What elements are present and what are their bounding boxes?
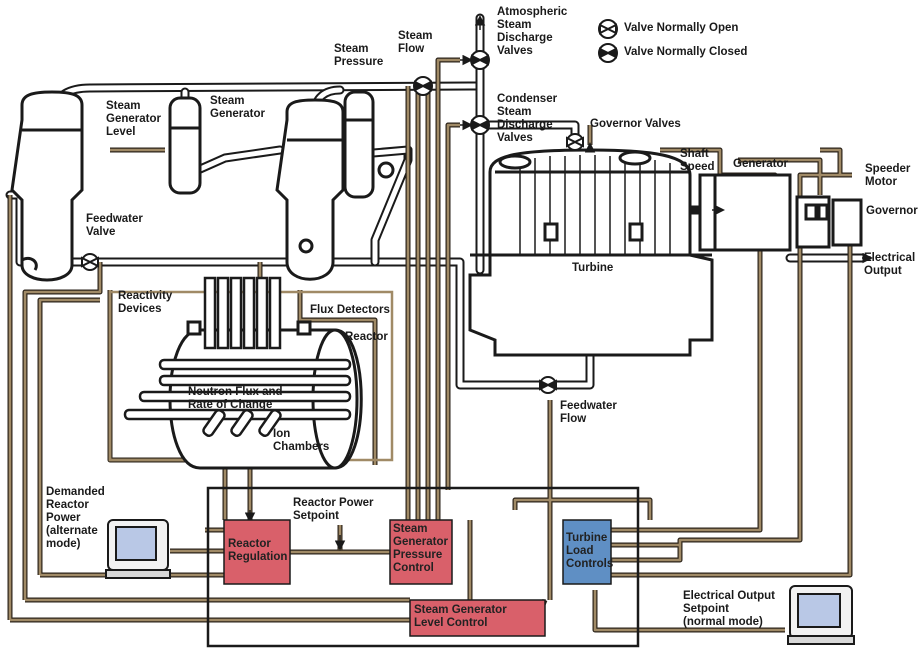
feedwater-flow-label: Feedwater Flow	[560, 400, 617, 425]
sg-pressure-control-label: Steam Generator Pressure Control	[393, 523, 448, 574]
reactivity-devices-label: Reactivity Devices	[118, 290, 173, 315]
legend-closed-valve-icon	[598, 43, 618, 63]
legend-open-valve-icon	[598, 19, 618, 39]
electrical-output-label: Electrical Output	[864, 252, 916, 277]
control-center-frame	[206, 486, 640, 648]
valves	[81, 19, 618, 394]
demanded-power-label: Demanded Reactor Power (alternate mode)	[46, 486, 105, 550]
reactor-regulation-label: Reactor Regulation	[228, 538, 288, 563]
demanded-power-monitor-icon	[105, 519, 171, 579]
steam-generator-label: Steam Generator	[210, 95, 265, 120]
steam-generators	[10, 90, 395, 282]
turbine-label: Turbine	[572, 262, 614, 274]
reactor-power-setpoint-label: Reactor Power Setpoint	[293, 497, 374, 522]
sg-level-control-box	[409, 599, 546, 637]
legend-open-label: Valve Normally Open	[624, 22, 739, 34]
flux-detectors-label: Flux Detectors	[310, 304, 390, 316]
sg-pressure-control-box	[389, 519, 453, 585]
legend-closed-label: Valve Normally Closed	[624, 46, 748, 58]
turbine	[468, 148, 863, 357]
reactor-label: Reactor	[345, 331, 388, 343]
generator-label: Generator	[733, 158, 788, 170]
reactor	[108, 276, 394, 470]
turbine-load-controls-box	[562, 519, 612, 585]
steam-pressure-label: Steam Pressure	[334, 43, 384, 68]
governor-valves-label: Governor Valves	[590, 118, 681, 130]
ion-chambers-label: Ion Chambers	[273, 428, 330, 453]
turbine-load-controls-label: Turbine Load Controls	[566, 532, 614, 570]
sg-level-label: Steam Generator Level	[106, 100, 161, 138]
shaft-speed-label: Shaft Speed	[680, 148, 715, 173]
neutron-flux-label: Neutron Flux and Rate of Change	[188, 386, 283, 411]
governor-label: Governor	[866, 205, 918, 217]
setpoint-monitor-icon	[787, 585, 855, 645]
sg-level-control-label: Steam Generator Level Control	[414, 604, 507, 629]
condenser-valves-label: Condenser Steam Discharge Valves	[497, 93, 558, 144]
speeder-motor-label: Speeder Motor	[865, 163, 911, 188]
electrical-output-setpoint-label: Electrical Output Setpoint (normal mode)	[683, 590, 776, 628]
feedwater-valve-label: Feedwater Valve	[86, 213, 143, 238]
steam-flow-label: Steam Flow	[398, 30, 433, 55]
atmospheric-valves-label: Atmospheric Steam Discharge Valves	[497, 6, 568, 57]
reactor-regulation-box	[223, 519, 291, 585]
